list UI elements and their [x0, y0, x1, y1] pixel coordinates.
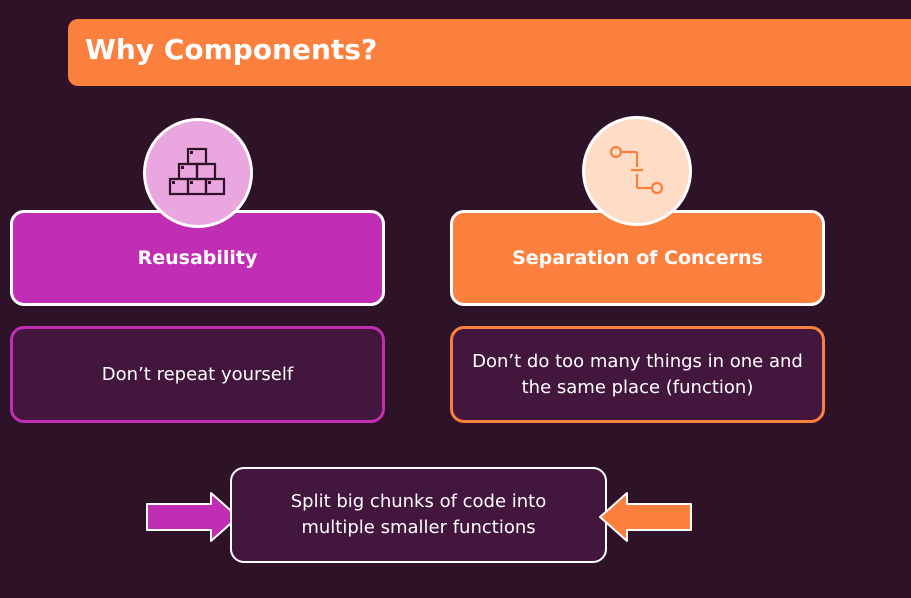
separation-description-box: Don’t do too many things in one and the …	[450, 326, 825, 423]
separation-description: Don’t do too many things in one and the …	[472, 350, 803, 398]
title-bar: Why Components?	[68, 19, 911, 86]
summary-box: Split big chunks of code into multiple s…	[230, 467, 607, 563]
reusability-badge	[143, 118, 253, 228]
arrow-left-icon	[599, 492, 692, 542]
arrow-right-icon	[146, 492, 239, 542]
separation-heading: Separation of Concerns	[512, 247, 763, 269]
separation-card: Separation of Concerns	[450, 210, 825, 306]
reusability-description: Don’t repeat yourself	[101, 363, 294, 385]
separation-badge	[582, 116, 692, 226]
summary-text: Split big chunks of code into multiple s…	[290, 491, 547, 538]
page-title: Why Components?	[85, 33, 378, 66]
branch-connector-icon	[609, 145, 664, 195]
reusability-heading: Reusability	[137, 247, 258, 269]
stacked-boxes-icon	[168, 147, 226, 196]
reusability-description-box: Don’t repeat yourself	[10, 326, 385, 423]
